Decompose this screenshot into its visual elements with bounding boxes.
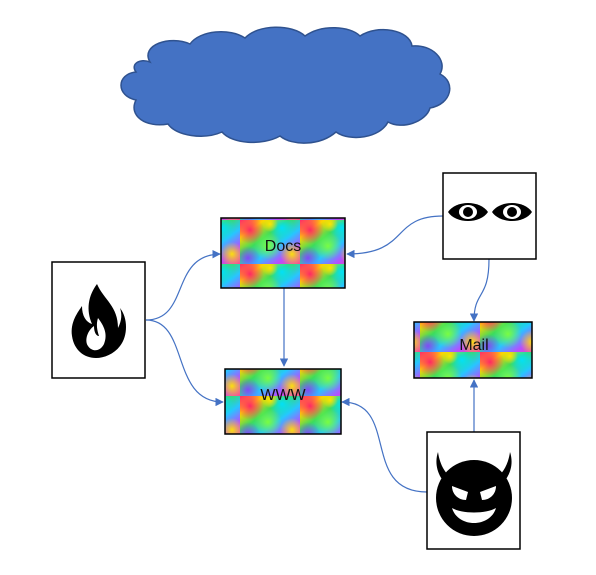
edge-eyes-docs <box>346 215 444 259</box>
node-mail[interactable]: Mail <box>413 321 533 379</box>
cloud-shape <box>120 26 451 144</box>
node-docs-label: Docs <box>265 238 301 255</box>
edge-devil-www <box>341 397 428 493</box>
node-docs[interactable]: Docs <box>220 217 346 289</box>
node-www[interactable]: WWW <box>224 368 342 435</box>
connectors <box>145 215 490 493</box>
node-mail-label: Mail <box>459 337 488 354</box>
eyes-icon <box>448 203 532 221</box>
eyes-node[interactable] <box>442 172 537 260</box>
fire-node[interactable] <box>51 261 146 379</box>
devil-icon <box>436 452 512 536</box>
edge-eyes-mail <box>469 258 490 322</box>
fire-icon <box>71 284 126 358</box>
edge-fire-www <box>145 319 224 407</box>
devil-node[interactable] <box>426 431 521 550</box>
edge-fire-docs <box>145 249 221 321</box>
node-www-label: WWW <box>260 387 306 404</box>
